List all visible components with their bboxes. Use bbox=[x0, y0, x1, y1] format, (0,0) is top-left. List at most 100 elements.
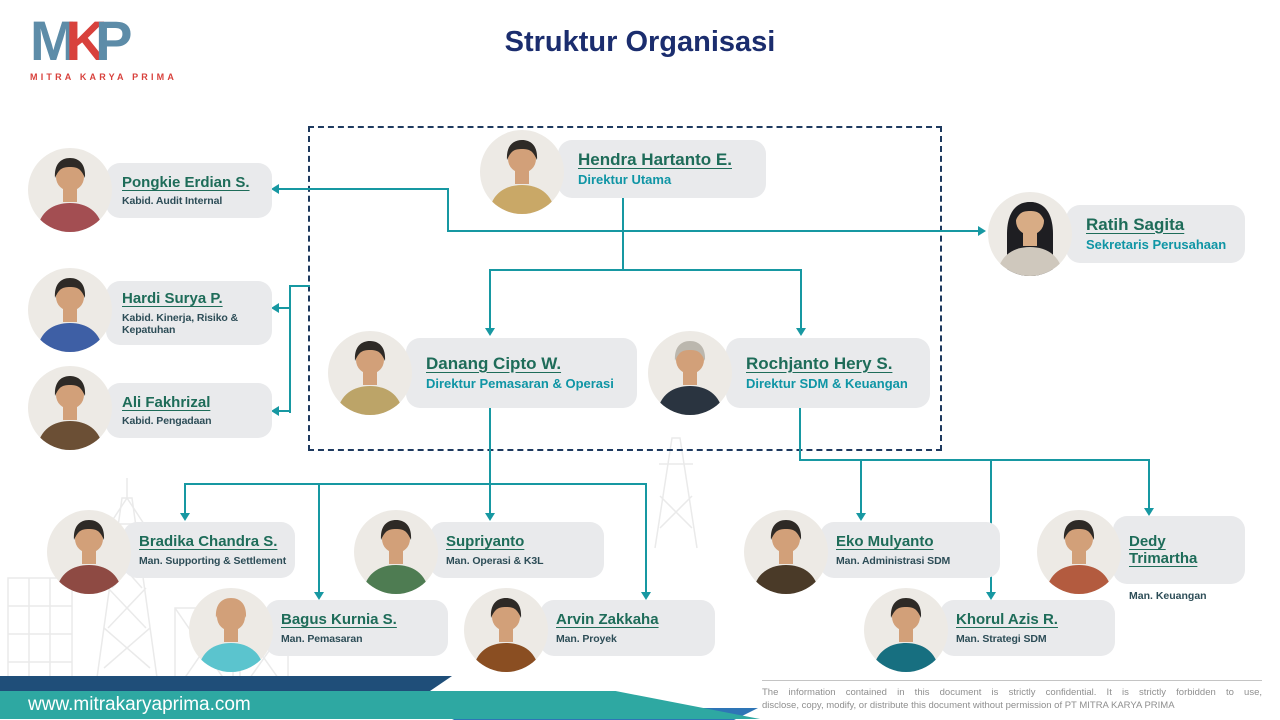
logo-subtitle: MITRA KARYA PRIMA bbox=[30, 72, 178, 82]
person-card-direktur-sdm: Rochjanto Hery S. Direktur SDM & Keuanga… bbox=[726, 338, 930, 408]
connector-line bbox=[799, 459, 1150, 461]
person-name: Bagus Kurnia S. bbox=[281, 611, 397, 629]
person-name: Pongkie Erdian S. bbox=[122, 173, 250, 191]
person-name: Khorul Azis R. bbox=[956, 611, 1058, 629]
person-photo bbox=[744, 510, 828, 594]
connector-line bbox=[290, 285, 310, 287]
connector-arrow bbox=[180, 513, 190, 521]
person-name: Hendra Hartanto E. bbox=[578, 149, 732, 169]
person-name: Hardi Surya P. bbox=[122, 290, 223, 308]
person-card-keuangan: Dedy Trimartha bbox=[1113, 516, 1245, 584]
person-name: Arvin Zakkaha bbox=[556, 611, 659, 629]
person-title: Kabid. Kinerja, Risiko & Kepatuhan bbox=[122, 311, 239, 336]
connector-arrow bbox=[271, 406, 279, 416]
person-title: Kabid. Pengadaan bbox=[122, 415, 212, 428]
company-logo: MKP MITRA KARYA PRIMA bbox=[30, 9, 178, 83]
connector-line bbox=[860, 459, 862, 514]
person-card-administrasi-sdm: Eko Mulyanto Man. Administrasi SDM bbox=[820, 522, 1000, 578]
background-watermark bbox=[7, 437, 698, 692]
person-title: Man. Supporting & Settlement bbox=[139, 554, 287, 567]
footer-teal-ribbon: www.mitrakaryaprima.com bbox=[0, 691, 760, 719]
person-name: Eko Mulyanto bbox=[836, 533, 934, 551]
connector-arrow bbox=[641, 592, 651, 600]
person-card-strategi-sdm: Khorul Azis R. Man. Strategi SDM bbox=[940, 600, 1115, 656]
person-name: Bradika Chandra S. bbox=[139, 533, 278, 551]
board-of-directors-outline bbox=[308, 126, 942, 451]
person-photo bbox=[354, 510, 438, 594]
connector-line bbox=[489, 408, 491, 514]
person-title: Direktur Pemasaran & Operasi bbox=[426, 376, 614, 392]
page-title: Struktur Organisasi bbox=[504, 26, 776, 58]
person-photo bbox=[28, 148, 112, 232]
person-name: Rochjanto Hery S. bbox=[746, 353, 893, 373]
person-photo bbox=[28, 366, 112, 450]
person-title: Man. Strategi SDM bbox=[956, 632, 1047, 645]
connector-arrow bbox=[796, 328, 806, 336]
connector-line bbox=[799, 408, 801, 461]
connector-line bbox=[184, 483, 647, 485]
connector-line bbox=[278, 188, 448, 190]
person-name: Ali Fakhrizal bbox=[122, 393, 211, 411]
connector-line bbox=[447, 188, 449, 232]
person-photo bbox=[328, 331, 412, 415]
person-title: Man. Pemasaran bbox=[281, 632, 363, 645]
person-card-pemasaran: Bagus Kurnia S. Man. Pemasaran bbox=[265, 600, 448, 656]
person-photo bbox=[189, 588, 273, 672]
person-card-pengadaan: Ali Fakhrizal Kabid. Pengadaan bbox=[106, 383, 272, 438]
connector-arrow bbox=[314, 592, 324, 600]
person-photo bbox=[1037, 510, 1121, 594]
person-photo bbox=[988, 192, 1072, 276]
person-title: Man. Operasi & K3L bbox=[446, 554, 544, 567]
person-card-operasi-k3l: Supriyanto Man. Operasi & K3L bbox=[430, 522, 604, 578]
connector-arrow bbox=[271, 303, 279, 313]
connector-arrow bbox=[856, 513, 866, 521]
footer-navy-ribbon bbox=[0, 676, 452, 691]
person-card-kinerja-risiko: Hardi Surya P. Kabid. Kinerja, Risiko & … bbox=[106, 281, 272, 345]
person-card-direktur-pemasaran: Danang Cipto W. Direktur Pemasaran & Ope… bbox=[406, 338, 637, 408]
logo-mkp: MKP bbox=[30, 9, 133, 72]
connector-arrow bbox=[986, 592, 996, 600]
person-photo bbox=[648, 331, 732, 415]
website-url: www.mitrakaryaprima.com bbox=[28, 694, 251, 715]
person-title: Man. Administrasi SDM bbox=[836, 554, 951, 567]
connector-line bbox=[318, 483, 320, 593]
connector-arrow bbox=[978, 226, 986, 236]
connector-arrow bbox=[1144, 508, 1154, 516]
person-card-direktur-utama: Hendra Hartanto E. Direktur Utama bbox=[558, 140, 766, 198]
person-photo bbox=[47, 510, 131, 594]
person-card-proyek: Arvin Zakkaha Man. Proyek bbox=[540, 600, 715, 656]
person-name: Ratih Sagita bbox=[1086, 214, 1185, 234]
person-photo bbox=[480, 130, 564, 214]
person-photo bbox=[464, 588, 548, 672]
connector-line bbox=[279, 307, 291, 309]
connector-arrow bbox=[485, 328, 495, 336]
connector-line bbox=[622, 198, 624, 271]
person-title: Direktur SDM & Keuangan bbox=[746, 376, 908, 392]
connector-line bbox=[645, 483, 647, 593]
person-name: Dedy Trimartha bbox=[1129, 532, 1198, 567]
person-name: Supriyanto bbox=[446, 533, 525, 551]
person-card-sekretaris: Ratih Sagita Sekretaris Perusahaan bbox=[1066, 205, 1245, 263]
person-title: Sekretaris Perusahaan bbox=[1086, 237, 1227, 253]
connector-line bbox=[184, 483, 186, 514]
connector-arrow bbox=[485, 513, 495, 521]
connector-line bbox=[489, 269, 491, 329]
connector-line bbox=[289, 285, 291, 413]
person-card-supporting: Bradika Chandra S. Man. Supporting & Set… bbox=[123, 522, 295, 578]
person-title: Man. Proyek bbox=[556, 632, 617, 645]
person-title: Man. Keuangan bbox=[1129, 590, 1207, 602]
connector-arrow bbox=[271, 184, 279, 194]
person-name: Danang Cipto W. bbox=[426, 353, 562, 373]
person-card-audit-internal: Pongkie Erdian S. Kabid. Audit Internal bbox=[106, 163, 272, 218]
person-photo bbox=[28, 268, 112, 352]
connector-line bbox=[447, 230, 979, 232]
person-title: Kabid. Audit Internal bbox=[122, 195, 223, 208]
person-photo bbox=[864, 588, 948, 672]
connector-line bbox=[1148, 459, 1150, 509]
confidential-line-2: disclose, copy, modify, or distribute th… bbox=[762, 700, 1175, 711]
confidential-line-1: The information contained in this docume… bbox=[762, 687, 1262, 698]
connector-line bbox=[279, 410, 291, 412]
connector-line bbox=[800, 269, 802, 329]
person-title: Direktur Utama bbox=[578, 172, 672, 188]
